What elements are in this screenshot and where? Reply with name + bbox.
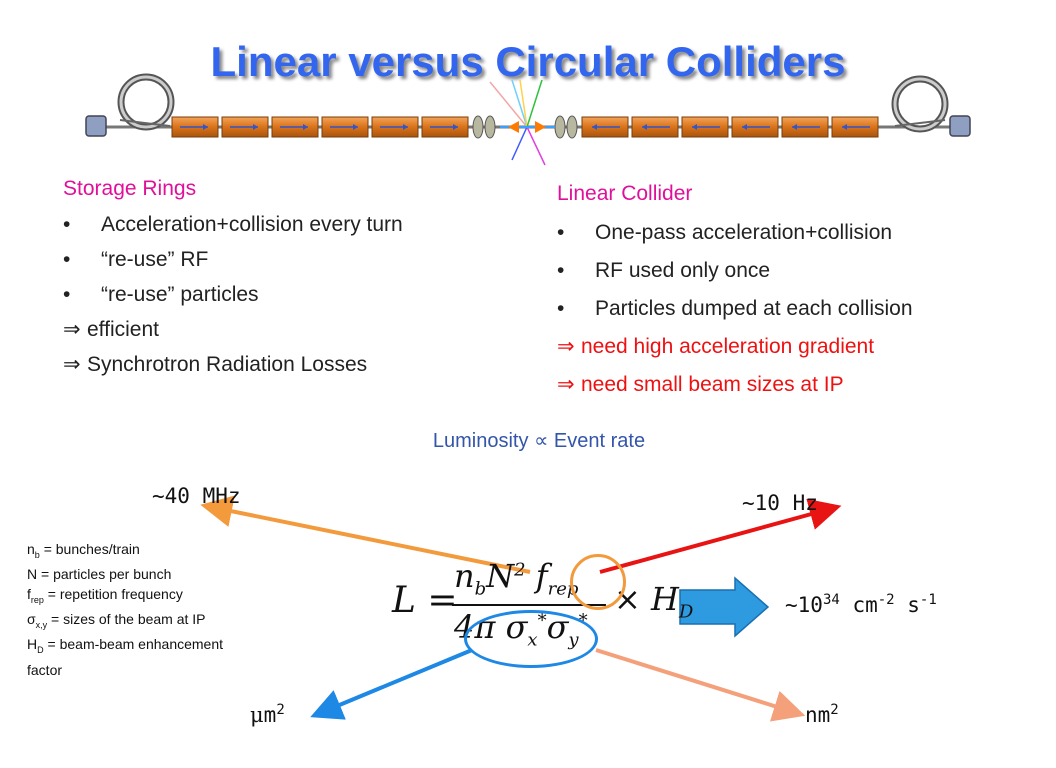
- implies-icon: ⇒: [63, 318, 81, 341]
- final-focus-magnets: [472, 115, 578, 139]
- damping-ring-right: [891, 75, 971, 137]
- list-item: •Particles dumped at each collision: [557, 297, 913, 320]
- list-item: •“re-use” RF: [63, 248, 209, 271]
- implication-item: ⇒Synchrotron Radiation Losses: [63, 347, 403, 382]
- list-item: •Acceleration+collision every turn: [63, 213, 403, 236]
- beam-size-lc-label: nm2: [805, 702, 839, 727]
- arrow-sigma-lc: [595, 648, 806, 722]
- implication-item: ⇒need small beam sizes at IP: [557, 366, 913, 404]
- definition-sigma: σx,y = sizes of the beam at IP: [27, 611, 206, 630]
- luminosity-formula: L = nbN2 frep 4π σx*σy* × HD: [392, 552, 693, 668]
- definition-hd: HD = beam-beam enhancement: [27, 636, 224, 656]
- definition-n: N = particles per bunch: [27, 566, 172, 583]
- luminosity-value: ~1034 cm-2 s-1: [785, 592, 937, 617]
- collision-point: [489, 79, 555, 166]
- beam-size-lhc-label: μm2: [250, 702, 285, 727]
- proportional-icon: ∝: [534, 430, 549, 452]
- symbol-definitions: nb = bunches/train N = particles per bun…: [27, 540, 223, 680]
- sigma-highlight: [464, 610, 598, 668]
- collider-schematic: [85, 73, 971, 166]
- storage-rings-heading: Storage Rings: [63, 177, 197, 200]
- result-arrow-icon: [679, 576, 770, 638]
- page-title: Linear versus Circular Colliders: [210, 38, 846, 85]
- linear-collider-heading: Linear Collider: [557, 182, 693, 205]
- arrow-frep-lc: [599, 498, 842, 574]
- implies-icon: ⇒: [557, 373, 575, 396]
- arrow-frep-lhc: [200, 495, 531, 574]
- definition-nb: nb = bunches/train: [27, 541, 140, 560]
- implication-item: ⇒efficient: [63, 312, 403, 347]
- frep-highlight: [570, 554, 626, 610]
- luminosity-relation: Luminosity ∝ Event rate: [432, 430, 646, 452]
- implies-icon: ⇒: [63, 353, 81, 376]
- definition-frep: frep = repetition frequency: [27, 585, 183, 605]
- storage-rings-column: Storage Rings •Acceleration+collision ev…: [63, 177, 403, 382]
- list-item: •One-pass acceleration+collision: [557, 221, 893, 244]
- linear-collider-column: Linear Collider •One-pass acceleration+c…: [557, 182, 913, 404]
- frequency-lc-label: ~10 Hz: [742, 491, 818, 515]
- list-item: •RF used only once: [557, 259, 771, 282]
- definition-hd-cont: factor: [27, 661, 63, 678]
- linac-left: [171, 116, 469, 138]
- arrow-sigma-lhc: [310, 648, 473, 720]
- mu-symbol: μ: [250, 703, 264, 727]
- implication-item: ⇒need high acceleration gradient: [557, 328, 913, 366]
- list-item: •“re-use” particles: [63, 283, 259, 306]
- linac-right: [581, 116, 879, 138]
- implies-icon: ⇒: [557, 335, 575, 358]
- frequency-lhc-label: ~40 MHz: [152, 484, 241, 508]
- damping-ring-left: [85, 73, 175, 137]
